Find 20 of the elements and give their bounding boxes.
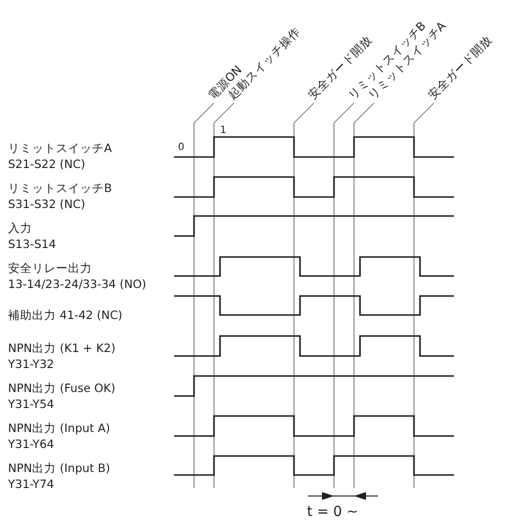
signal-label: 安全リレー出力 — [8, 261, 92, 275]
signal-label: S21-S22 (NC) — [8, 157, 86, 171]
signal-label: Y31-Y54 — [8, 397, 54, 411]
signal-label: 補助出力 41-42 (NC) — [8, 308, 122, 322]
signal-label: リミットスイッチA — [8, 141, 112, 155]
signal-label: S31-S32 (NC) — [8, 197, 86, 211]
level-label: 0 — [178, 141, 184, 155]
signal-label: NPN出力 (Input B) — [8, 461, 110, 475]
signal-label: リミットスイッチB — [8, 181, 112, 195]
signal-label: NPN出力 (Fuse OK) — [8, 381, 116, 395]
signal-label: 入力 — [8, 221, 32, 235]
signal-label: S13-S14 — [8, 237, 56, 251]
signal-label: Y31-Y64 — [8, 437, 54, 451]
signal-label: NPN出力 (K1 + K2) — [8, 341, 116, 355]
dimension-label: t = 0 ~ — [307, 505, 358, 519]
signal-label: Y31-Y32 — [8, 357, 54, 371]
signal-label: 13-14/23-24/33-34 (NO) — [8, 277, 146, 291]
signal-label: Y31-Y74 — [8, 477, 54, 491]
level-label: 1 — [220, 124, 226, 138]
signal-label: NPN出力 (Input A) — [8, 421, 110, 435]
